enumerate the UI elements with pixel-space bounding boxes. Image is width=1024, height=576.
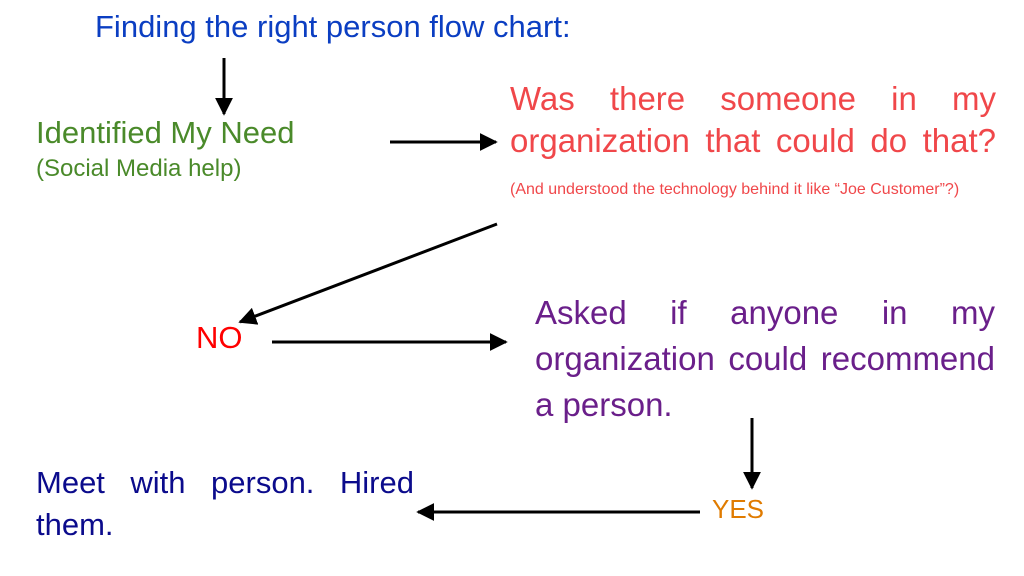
chart-title: Finding the right person flow chart: xyxy=(95,9,571,44)
node-no: NO xyxy=(196,320,243,355)
node-meet-hired: Meet with person. Hired them. xyxy=(36,465,414,542)
arrow-question-to-no xyxy=(238,222,498,325)
node-identified-need-sublabel: (Social Media help) xyxy=(36,155,242,183)
node-yes: YES xyxy=(712,494,765,524)
node-question-label: Was there someone in my organization tha… xyxy=(510,80,996,159)
node-identified-need: Identified My Need (Social Media help) xyxy=(36,114,294,184)
node-question: Was there someone in my organization tha… xyxy=(510,78,996,204)
node-asked: Asked if anyone in my organization could… xyxy=(535,294,995,424)
node-identified-need-label: Identified My Need xyxy=(36,115,295,150)
node-question-sublabel: (And understood the technology behind it… xyxy=(510,180,960,198)
